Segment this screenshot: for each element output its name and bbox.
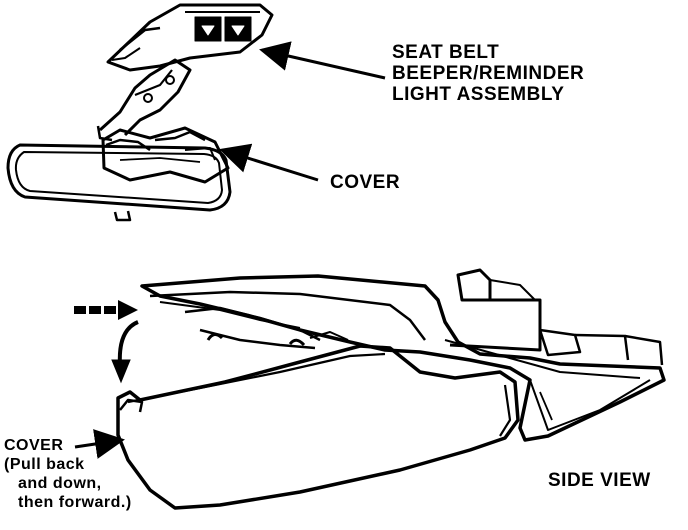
curved-down-arrow [111,320,139,384]
console-housing-side [140,274,666,442]
cover-instruction-line3: then forward.) [18,494,132,511]
cover-top-leader [219,143,319,182]
seat-belt-label: SEAT BELT BEEPER/REMINDER LIGHT ASSEMBLY [392,42,584,105]
light-assembly-leader [259,41,386,80]
cover-side [116,344,520,510]
console-top-blocks [449,268,664,366]
cover-bottom-leader [74,429,125,459]
seat-belt-label-line2: BEEPER/REMINDER [392,63,585,84]
push-arrow [74,300,138,320]
cover-bottom-title: COVER [4,437,64,454]
cover-bottom-label: COVER (Pull back and down, then forward.… [4,436,132,512]
seat-belt-label-line1: SEAT BELT [392,42,500,63]
seat-belt-label-line3: LIGHT ASSEMBLY [392,84,565,105]
cover-instruction-line1: (Pull back [4,456,85,473]
seat-belt-light-assembly [106,3,274,72]
rearview-mirror [6,143,232,222]
side-view-label: SIDE VIEW [548,470,651,491]
inner-cavity [184,306,349,350]
cover-top-label: COVER [330,172,401,193]
cover-instruction-line2: and down, [18,475,102,492]
mounting-bracket [96,58,192,142]
